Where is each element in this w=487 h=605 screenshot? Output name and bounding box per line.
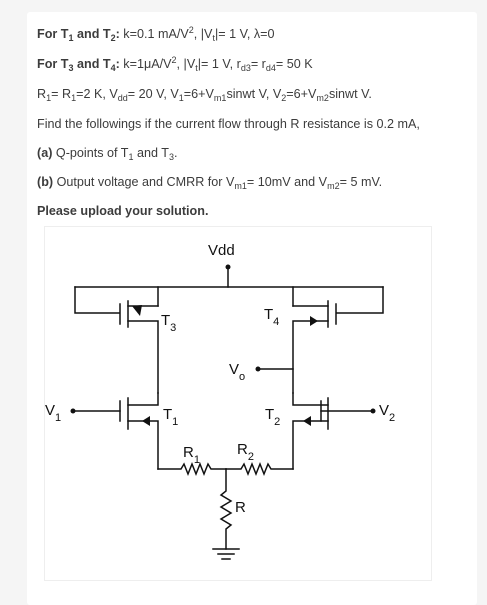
resistor-r2 xyxy=(225,461,294,477)
transistor-t3 xyxy=(119,300,159,394)
resistor-r xyxy=(219,468,233,550)
transistor-t4 xyxy=(292,300,337,394)
t3-label: T3 xyxy=(161,312,176,334)
t2-label: T2 xyxy=(265,406,280,428)
question-prompt: Find the followings if the current flow … xyxy=(37,117,420,131)
transistor-t2 xyxy=(292,392,372,470)
upload-instruction: Please upload your solution. xyxy=(37,204,209,218)
vo-node xyxy=(255,366,261,372)
vo-label: Vo xyxy=(229,361,245,383)
v1-label: V1 xyxy=(45,402,61,424)
given-line-t3-t4: For T3 and T4: k=1μA/V2, |Vt|= 1 V, rd3=… xyxy=(37,55,313,73)
t3-gate-wire xyxy=(74,286,120,314)
t4-label: T4 xyxy=(264,306,279,328)
transistor-t1 xyxy=(119,392,159,470)
v2-node xyxy=(370,408,376,414)
t1-label: T1 xyxy=(163,406,178,428)
vdd-node xyxy=(225,264,231,270)
vdd-label: Vdd xyxy=(208,242,235,259)
given-line-t1-t2: For T1 and T2: k=0.1 mA/V2, |Vt|= 1 V, λ… xyxy=(37,25,275,43)
circuit-diagram: Vdd T3 T4 Vo V1 T1 xyxy=(44,226,432,581)
ground-icon xyxy=(212,548,240,560)
question-part-a: (a) Q-points of T1 and T3. xyxy=(37,146,178,162)
t4-gate-wire xyxy=(336,286,384,314)
v2-label: V2 xyxy=(379,402,395,424)
r1-label: R1 xyxy=(183,444,200,466)
resistor-r1 xyxy=(157,461,227,477)
question-part-b: (b) Output voltage and CMRR for Vm1= 10m… xyxy=(37,175,383,191)
given-line-resistors: R1= R1=2 K, Vdd= 20 V, V1=6+Vm1sinwt V, … xyxy=(37,87,372,103)
r2-label: R2 xyxy=(237,441,254,463)
r-label: R xyxy=(235,499,246,516)
